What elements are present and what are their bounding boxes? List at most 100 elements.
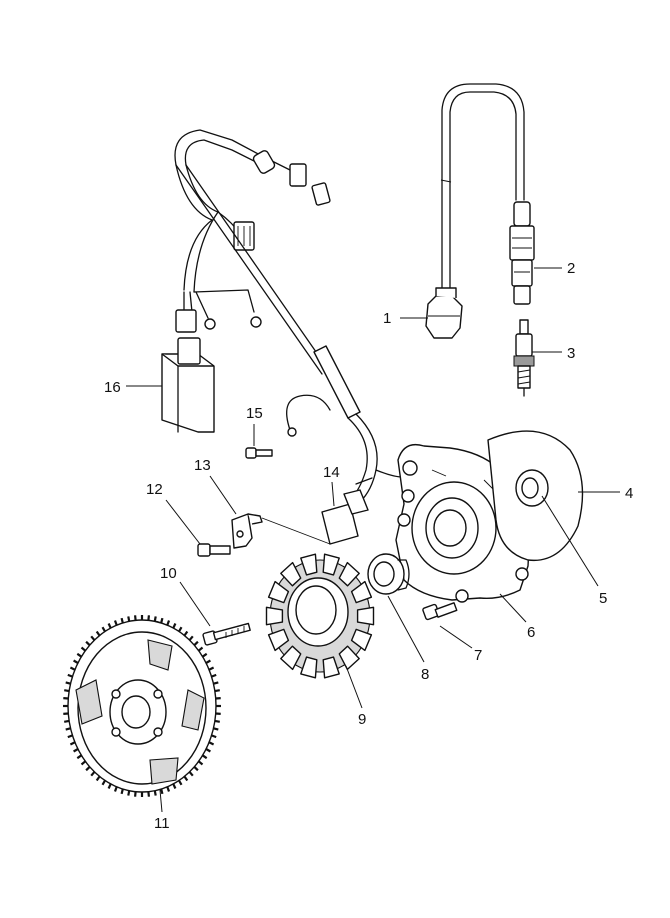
callout-11-label: 11 — [154, 815, 170, 832]
ring-gear-tooth — [90, 771, 96, 777]
callout-4-label: 4 — [625, 485, 633, 502]
ignition-coil[interactable] — [425, 83, 525, 339]
stator-pole — [300, 656, 318, 679]
spark-plug[interactable] — [513, 319, 535, 397]
ring-gear-tooth — [197, 646, 204, 652]
ring-gear-tooth — [85, 640, 91, 646]
stator-cover[interactable] — [395, 443, 529, 603]
ring-gear-tooth — [147, 615, 150, 621]
ring-gear-tooth — [147, 791, 150, 797]
ring-gear-tooth — [166, 620, 171, 626]
callout-9: 9 — [345, 665, 366, 728]
ring-gear-tooth — [172, 623, 177, 629]
callout-5: 5 — [541, 495, 607, 607]
ring-gear-tooth — [188, 635, 194, 641]
bolt-15[interactable] — [245, 394, 331, 459]
ring-gear-tooth — [160, 788, 164, 795]
oil-seal-8[interactable] — [367, 553, 410, 595]
ring-gear-tooth — [134, 791, 137, 797]
bolt-7[interactable] — [422, 602, 458, 621]
stator-pole — [350, 628, 373, 652]
ring-gear-tooth — [193, 640, 199, 646]
ring-gear-tooth — [120, 788, 124, 795]
callout-10-label: 10 — [160, 565, 177, 582]
ring-gear-tooth — [113, 620, 118, 626]
ring-gear-tooth — [214, 719, 220, 723]
callout-2-label: 2 — [567, 260, 575, 277]
callout-9-label: 9 — [358, 711, 366, 728]
stator-pole — [265, 606, 284, 626]
stator-pole — [280, 561, 302, 587]
callout-13-label: 13 — [194, 457, 211, 474]
stator-pole — [267, 628, 290, 652]
ring-gear-tooth — [197, 760, 204, 766]
callout-5-label: 5 — [599, 590, 607, 607]
cdi-unit[interactable] — [161, 337, 215, 433]
ring-gear-tooth — [64, 689, 70, 693]
callout-7: 7 — [439, 625, 482, 664]
ring-gear-tooth — [85, 766, 91, 772]
stator-pole — [300, 553, 318, 576]
ring-gear-tooth — [80, 646, 87, 652]
callout-11: 11 — [154, 789, 170, 832]
pickup-sensor[interactable] — [321, 477, 373, 545]
callout-10: 10 — [160, 565, 211, 627]
ring-gear-tooth — [101, 626, 106, 633]
ring-gear-tooth — [101, 779, 106, 786]
ring-gear-tooth — [127, 616, 131, 622]
callout-3-label: 3 — [567, 345, 575, 362]
callout-3: 3 — [532, 345, 575, 362]
stator-pole — [267, 580, 290, 604]
callout-6-label: 6 — [527, 624, 535, 641]
bracket-13[interactable] — [231, 513, 331, 549]
callout-2: 2 — [534, 260, 575, 277]
ring-gear-tooth — [188, 771, 194, 777]
stator[interactable] — [265, 553, 375, 679]
stator-pole — [356, 606, 375, 626]
callout-15: 15 — [246, 405, 263, 446]
callout-1: 1 — [383, 310, 428, 327]
ring-gear-tooth — [127, 790, 131, 796]
ring-gear-tooth — [64, 719, 70, 723]
ring-gear-tooth — [172, 783, 177, 789]
ring-gear-tooth — [166, 786, 171, 792]
callout-13: 13 — [194, 457, 237, 515]
ring-gear-tooth — [113, 786, 118, 792]
bolt-12[interactable] — [197, 543, 231, 557]
callout-16-label: 16 — [104, 379, 121, 396]
ring-gear-tooth — [214, 689, 220, 693]
callout-16: 16 — [104, 379, 162, 396]
stator-pole — [322, 553, 340, 576]
callout-14-label: 14 — [323, 464, 340, 481]
flywheel[interactable] — [63, 615, 221, 797]
ring-gear-tooth — [153, 790, 157, 796]
ring-gear-tooth — [193, 766, 199, 772]
ring-gear-tooth — [95, 630, 101, 637]
ring-gear-tooth — [160, 617, 164, 624]
callout-8: 8 — [387, 595, 429, 683]
oil-seal-5[interactable] — [515, 469, 549, 507]
bolt-10[interactable] — [202, 622, 251, 646]
callout-6: 6 — [499, 593, 535, 641]
ring-gear-tooth — [183, 630, 189, 637]
ring-gear-tooth — [95, 775, 101, 782]
stator-pole — [322, 656, 340, 679]
spark-plug-cap[interactable] — [509, 201, 535, 305]
ring-gear-tooth — [120, 617, 124, 624]
callout-1-label: 1 — [383, 310, 391, 327]
callout-8-label: 8 — [421, 666, 429, 683]
ring-gear-tooth — [90, 635, 96, 641]
wiring-harness — [174, 129, 411, 503]
ring-gear-tooth — [80, 760, 87, 766]
ring-gear-tooth — [134, 615, 137, 621]
ring-gear-tooth — [178, 779, 183, 786]
stator-pole — [338, 561, 360, 587]
ring-gear-tooth — [107, 623, 112, 629]
ring-gear-tooth — [178, 626, 183, 633]
callout-12: 12 — [146, 481, 201, 545]
callout-4: 4 — [578, 485, 633, 502]
callout-7-label: 7 — [474, 647, 482, 664]
stator-pole — [350, 580, 373, 604]
callout-12-label: 12 — [146, 481, 163, 498]
